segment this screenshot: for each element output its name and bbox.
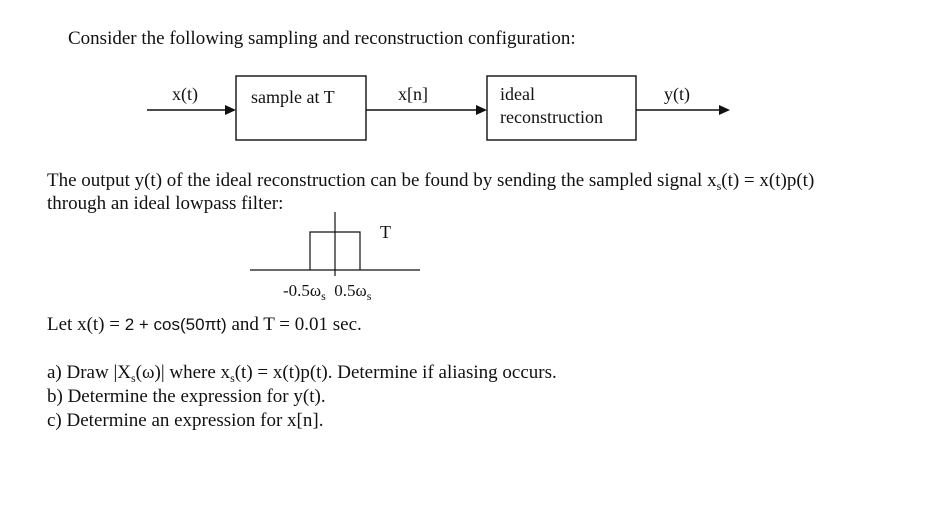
output-label: y(t) xyxy=(664,84,690,104)
given-suffix: and T = 0.01 sec. xyxy=(231,314,362,335)
reconstruction-label-line2: reconstruction xyxy=(500,107,603,127)
left-cutoff-label: -0.5ω xyxy=(283,281,322,300)
paragraph-line2: through an ideal lowpass filter: xyxy=(47,193,284,214)
paragraph: The output y(t) of the ideal reconstruct… xyxy=(47,170,814,215)
mid-label: x[n] xyxy=(398,84,428,104)
intro-text: Consider the following sampling and reco… xyxy=(68,28,576,49)
sample-block-label: sample at T xyxy=(251,87,335,107)
question-a-sub2: s xyxy=(230,371,235,385)
filter-passband-rect xyxy=(309,231,361,270)
input-arrowhead xyxy=(225,105,236,115)
question-a-start: a) Draw |X xyxy=(47,362,131,383)
left-cutoff-sub: s xyxy=(321,289,326,303)
question-c: c) Determine an expression for x[n]. xyxy=(47,410,324,431)
question-a-end: (t) = x(t)p(t). Determine if aliasing oc… xyxy=(234,362,557,383)
question-b: b) Determine the expression for y(t). xyxy=(47,386,326,407)
filter-cutoff-labels: -0.5ωs 0.5ωs xyxy=(283,281,372,303)
input-label: x(t) xyxy=(172,84,198,104)
given-line: Let x(t) = 2 + cos(50πt) and T = 0.01 se… xyxy=(47,314,362,336)
given-prefix: Let x(t) = xyxy=(47,314,120,335)
reconstruction-label-line1: ideal xyxy=(500,84,535,104)
question-a-sub1: s xyxy=(131,371,136,385)
filter-gain-label: T xyxy=(380,222,391,242)
sample-block xyxy=(235,75,367,141)
reconstruction-block xyxy=(486,75,637,141)
paragraph-line1: The output y(t) of the ideal reconstruct… xyxy=(47,170,717,191)
question-a: a) Draw |Xs(ω)| where xs(t) = x(t)p(t). … xyxy=(47,362,557,385)
right-cutoff-sub: s xyxy=(366,289,372,303)
right-cutoff-label: 0.5ω xyxy=(334,281,367,300)
paragraph-line1-end: (t) = x(t)p(t) xyxy=(721,170,815,191)
given-expression: 2 + cos(50πt) xyxy=(124,315,227,334)
output-arrowhead xyxy=(719,105,730,115)
mid-arrowhead xyxy=(476,105,487,115)
question-a-mid: (ω)| where x xyxy=(135,362,231,383)
paragraph-line1-sub: s xyxy=(716,179,722,193)
